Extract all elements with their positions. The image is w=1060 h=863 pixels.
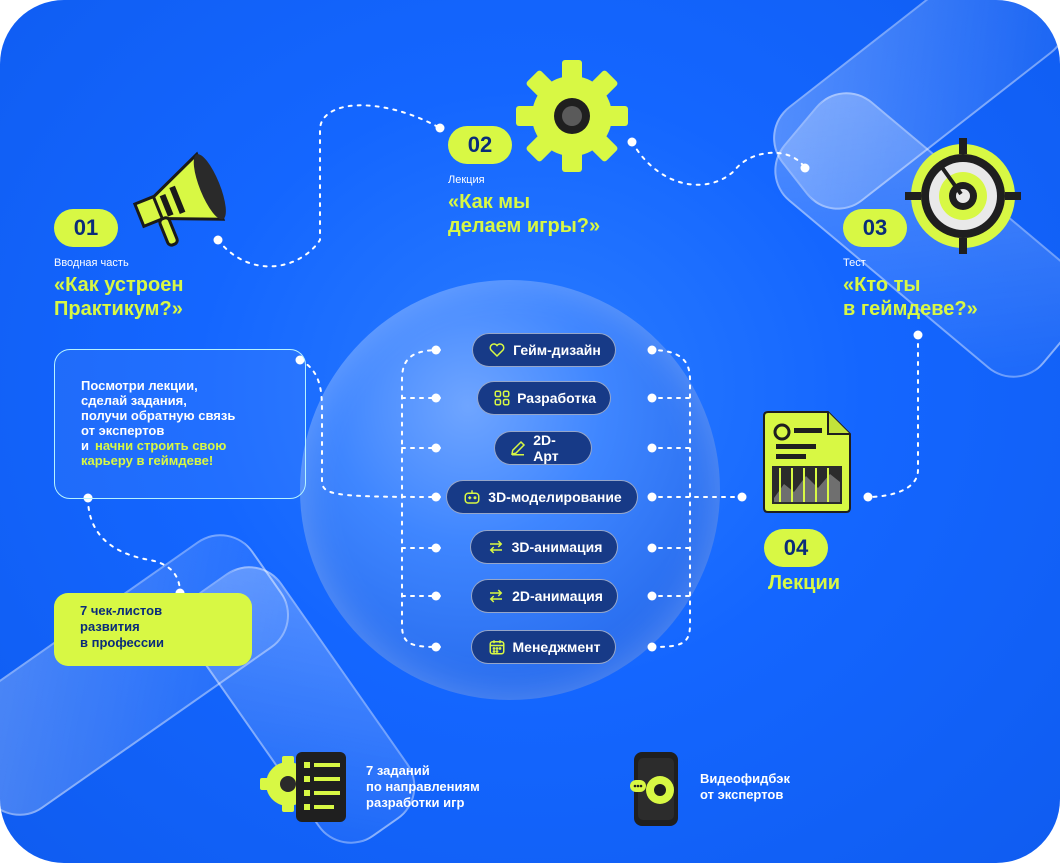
- calendar-icon: [487, 637, 507, 657]
- video-phone-icon: [630, 752, 678, 826]
- stage-number-04: 04: [764, 529, 828, 567]
- target-icon: [905, 138, 1021, 254]
- stage-title-02: «Как мы делаем игры?»: [448, 191, 601, 237]
- info-box: Посмотри лекции, сделай задания, получи …: [54, 349, 306, 499]
- pencil-icon: [509, 438, 527, 458]
- heart-icon: [487, 340, 507, 360]
- direction-label: Разработка: [517, 390, 596, 406]
- checklists-box: 7 чек-листов развития в профессии: [54, 593, 252, 666]
- direction-label: 2D-анимация: [512, 588, 603, 604]
- stage-number-01: 01: [54, 209, 118, 247]
- direction-label: 2D-Арт: [533, 432, 559, 464]
- direction-pill-3d-modeling: 3D-моделирование: [446, 480, 638, 514]
- direction-pill-2d-animation: 2D-анимация: [471, 579, 618, 613]
- info-text: Посмотри лекции, сделай задания, получи …: [81, 378, 236, 453]
- stage-title-01: «Как устроен Практикум?»: [54, 274, 184, 320]
- direction-label: Менеджмент: [512, 639, 601, 655]
- megaphone-icon: [132, 151, 226, 247]
- direction-pill-2d-art: 2D-Арт: [494, 431, 592, 465]
- task-list-icon: [260, 752, 346, 822]
- direction-pill-development: Разработка: [477, 381, 611, 415]
- stage-kind-03: Тест: [843, 257, 866, 269]
- info-highlight: начни строить свою карьеру в геймдеве!: [81, 438, 227, 468]
- direction-label: 3D-анимация: [511, 539, 603, 555]
- swap-arrows-icon: [486, 537, 506, 557]
- stage-number-02: 02: [448, 126, 512, 164]
- direction-label: 3D-моделирование: [488, 489, 622, 505]
- swap-arrows-icon: [486, 586, 506, 606]
- document-chart-icon: [763, 411, 851, 513]
- grid-icon: [492, 388, 511, 408]
- stage-title-04: Лекции: [768, 572, 841, 594]
- direction-pill-game-design: Гейм-дизайн: [472, 333, 616, 367]
- direction-label: Гейм-дизайн: [513, 342, 601, 358]
- stage-kind-02: Лекция: [448, 174, 485, 186]
- gear-icon: [516, 60, 628, 172]
- stage-kind-01: Вводная часть: [54, 257, 129, 269]
- direction-pill-management: Менеджмент: [471, 630, 616, 664]
- feedback-text: Видеофидбэк от экспертов: [700, 771, 790, 802]
- direction-pill-3d-animation: 3D-анимация: [470, 530, 618, 564]
- tasks-text: 7 заданий по направлениям разработки игр: [366, 763, 480, 810]
- stage-title-03: «Кто ты в геймдеве?»: [843, 274, 978, 320]
- stage-number-03: 03: [843, 209, 907, 247]
- gamepad-icon: [462, 487, 482, 507]
